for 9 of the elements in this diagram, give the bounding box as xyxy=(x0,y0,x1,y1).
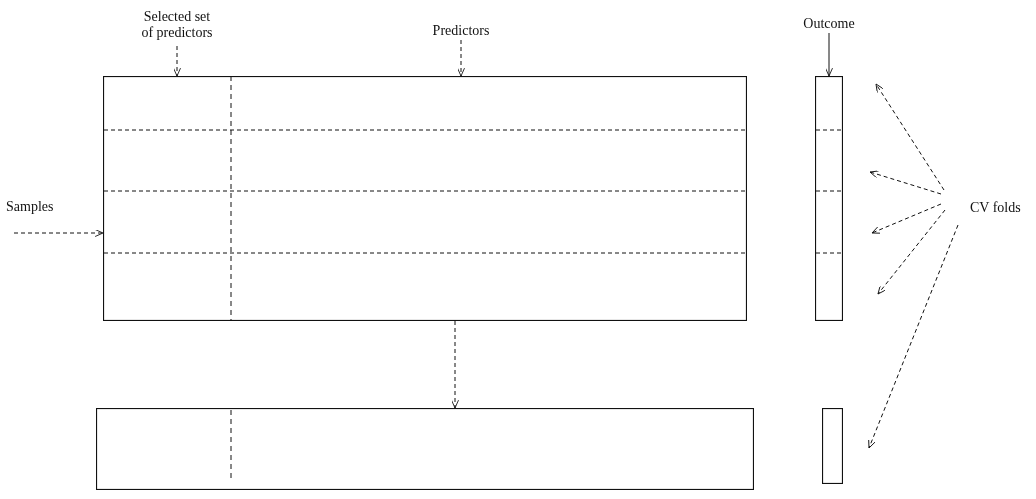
axis-label: Selected set of predictors xyxy=(138,4,216,46)
arrow xyxy=(871,203,942,234)
axis-label: Predictors xyxy=(415,22,507,40)
axis-label: Samples xyxy=(6,199,70,235)
axis-label: Outcome xyxy=(795,15,863,33)
arrow xyxy=(869,170,942,195)
arrow xyxy=(877,209,946,295)
axis-label: CV folds xyxy=(938,186,1036,230)
arrow xyxy=(868,224,959,449)
